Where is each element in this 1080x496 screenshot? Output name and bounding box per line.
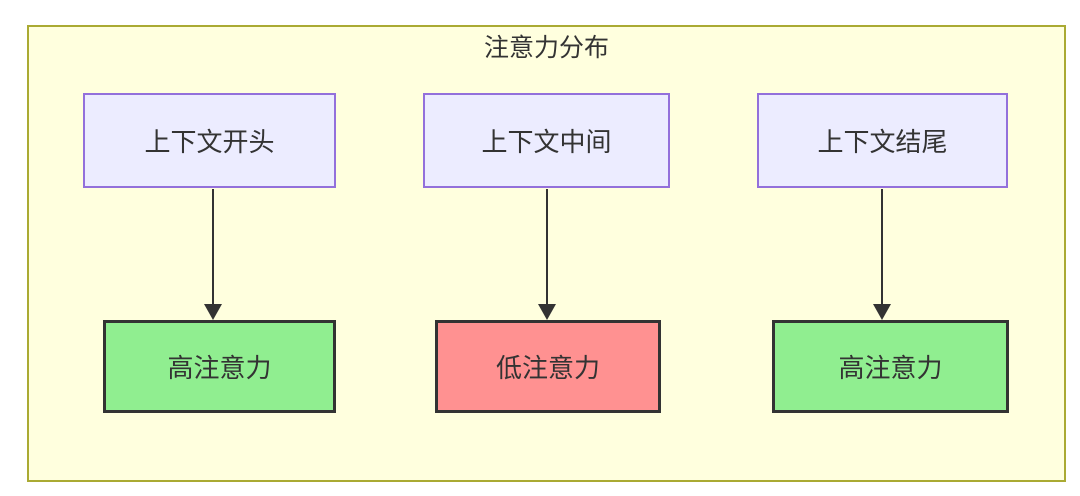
diagram-title: 注意力分布 (483, 34, 609, 62)
edge-middle-to-low (538, 189, 556, 320)
edge-start-to-high (204, 189, 222, 320)
node-high-attention-right: 高注意力 (772, 320, 1009, 413)
arrow-line (546, 189, 548, 306)
arrow-line (881, 189, 883, 306)
arrow-line (212, 189, 214, 306)
node-context-middle: 上下文中间 (423, 93, 670, 188)
edge-end-to-high (873, 189, 891, 320)
arrow-head-icon (538, 304, 556, 320)
node-low-attention: 低注意力 (435, 320, 661, 413)
node-high-attention-left: 高注意力 (103, 320, 336, 413)
node-context-start: 上下文开头 (83, 93, 336, 188)
node-context-end: 上下文结尾 (757, 93, 1008, 188)
arrow-head-icon (873, 304, 891, 320)
arrow-head-icon (204, 304, 222, 320)
